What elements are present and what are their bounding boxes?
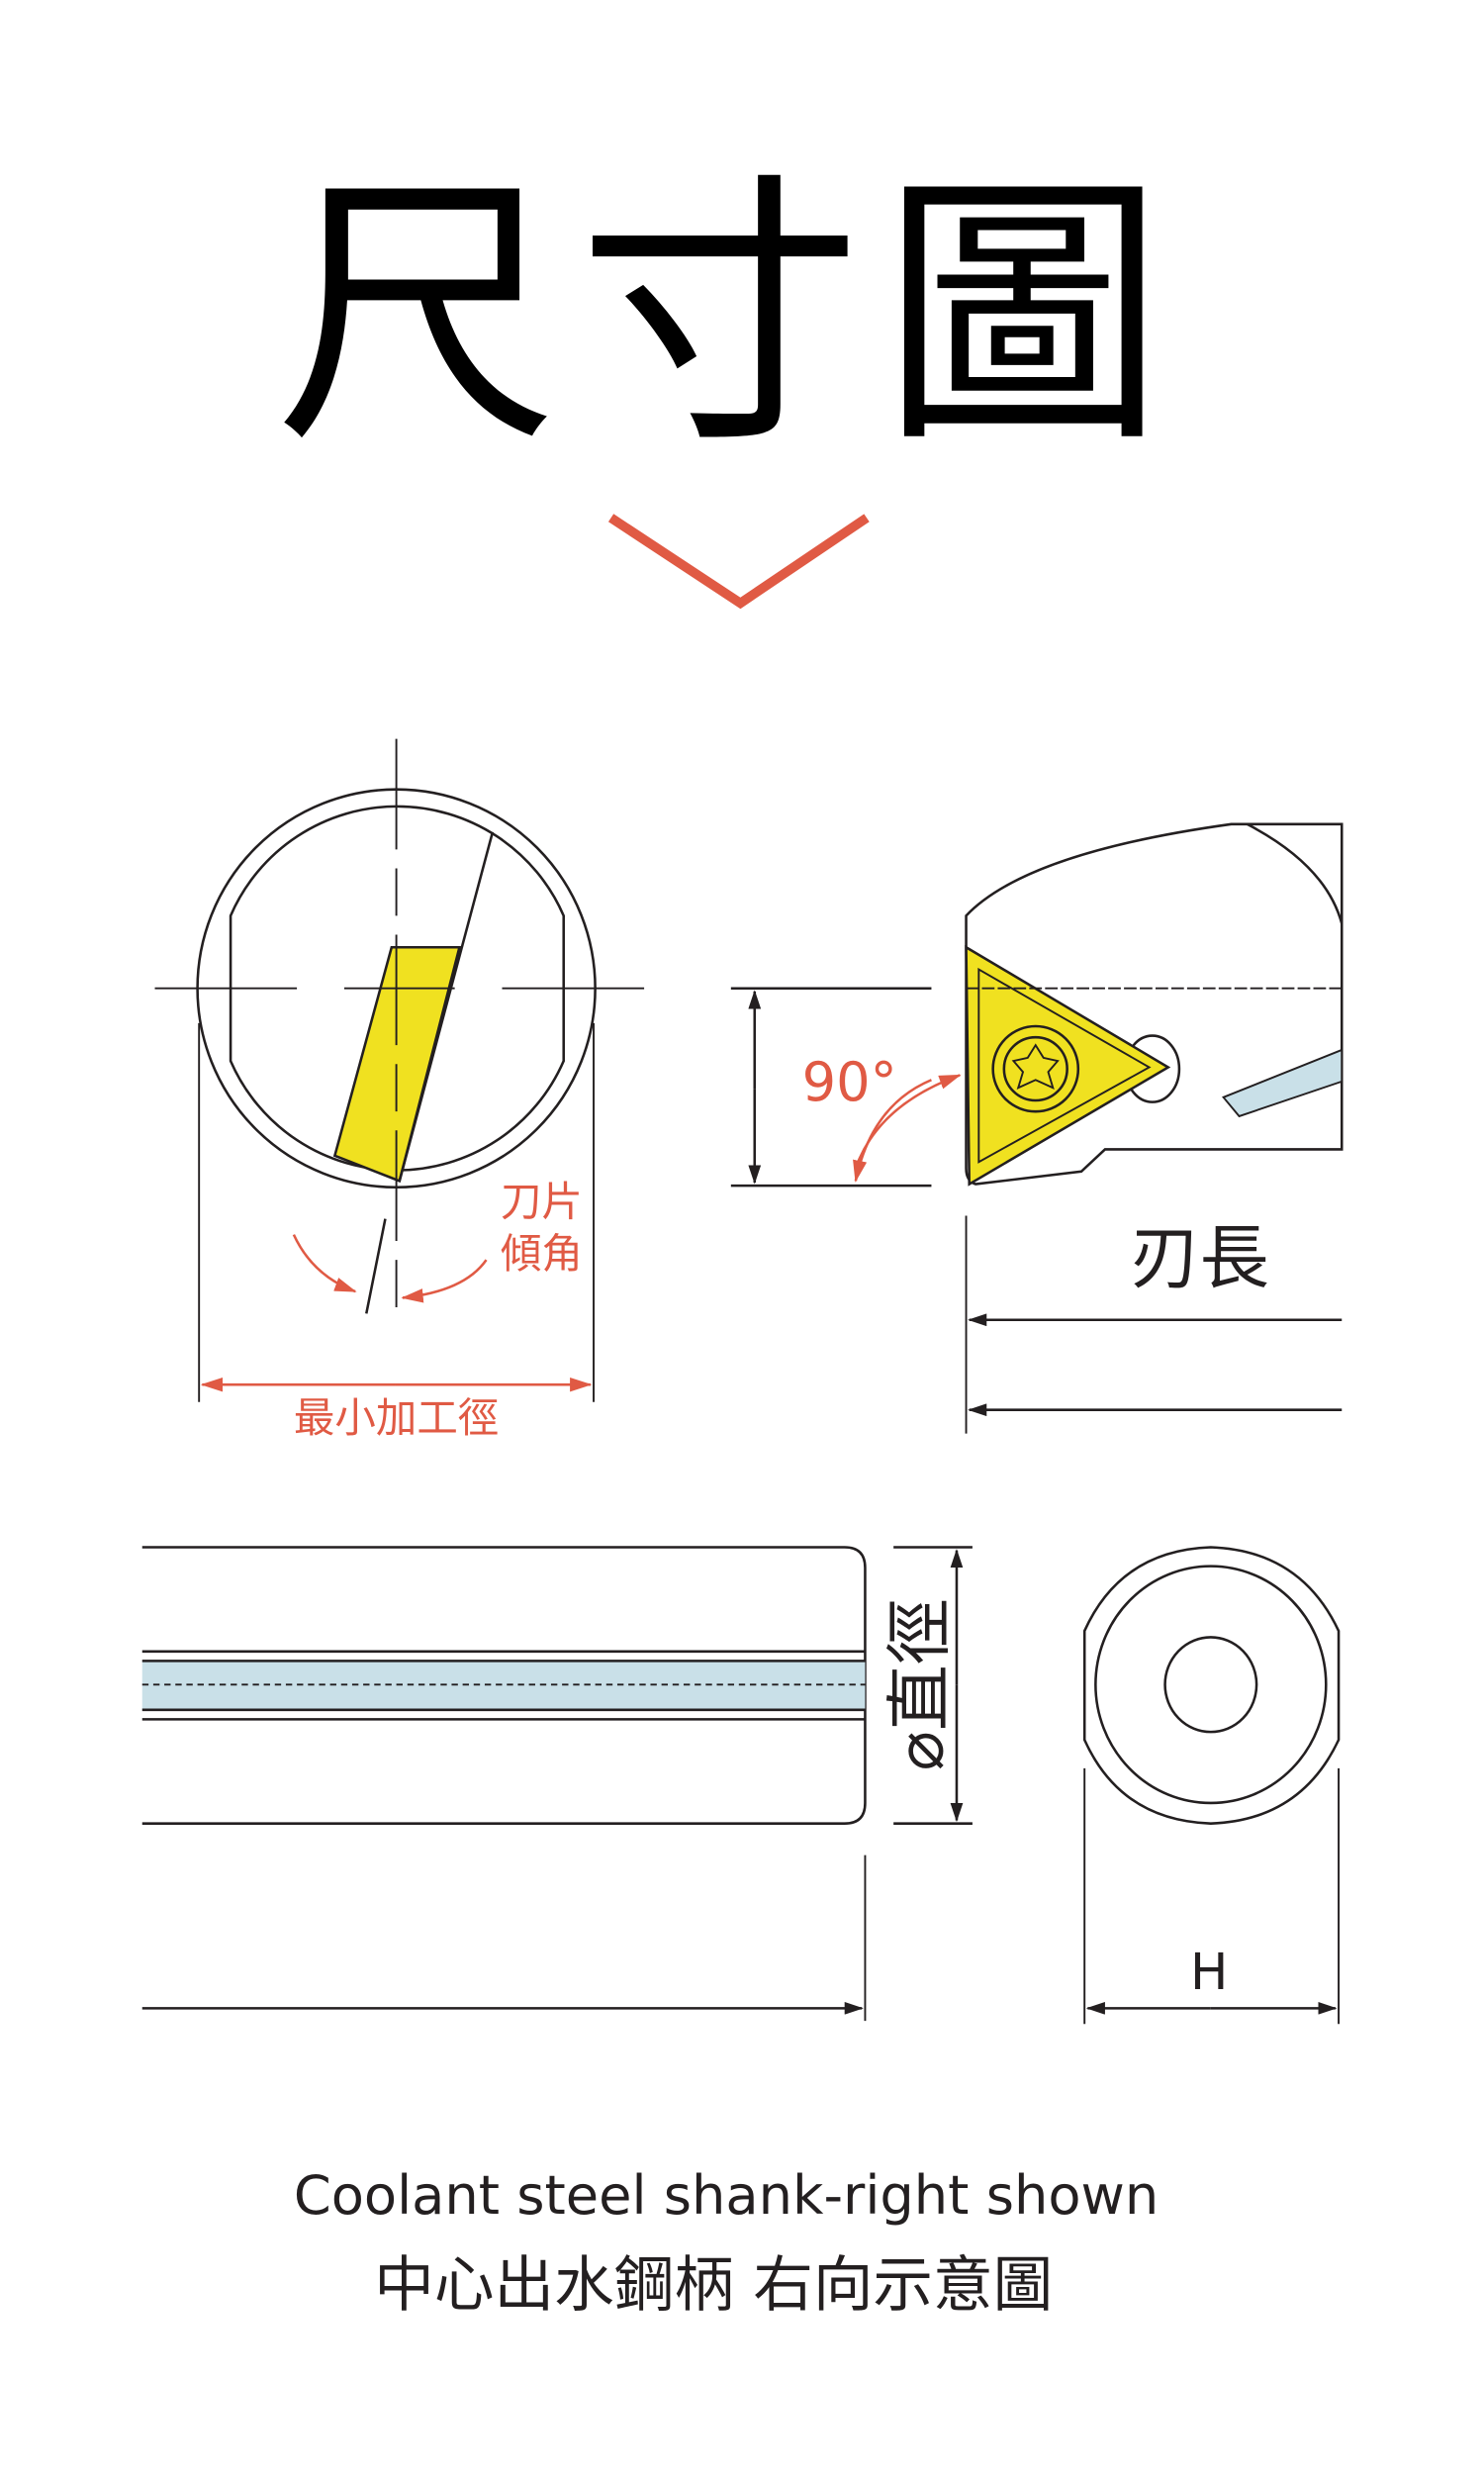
torx-screw-icon bbox=[991, 1024, 1080, 1113]
min-bore-label: 最小加工徑 bbox=[294, 1393, 499, 1442]
coolant-channel bbox=[141, 1661, 866, 1710]
blade-tilt-label-2: 傾角 bbox=[501, 1229, 583, 1278]
head-side-view: 90° 刃長 bbox=[730, 822, 1344, 1434]
caption-chinese: 中心出水鋼柄 右向示意圖 bbox=[374, 2250, 1053, 2320]
chevron-down-icon bbox=[607, 514, 870, 610]
shank-end-view: H bbox=[1082, 1546, 1341, 2025]
caption-english: Coolant steel shank-right shown bbox=[294, 2164, 1159, 2227]
height-label: H bbox=[1190, 1944, 1228, 2002]
diameter-label: ⌀直徑 bbox=[881, 1598, 959, 1770]
angle-label: 90° bbox=[802, 1051, 897, 1113]
blade-tilt-label-1: 刀片 bbox=[501, 1177, 583, 1225]
coolant-hole bbox=[1163, 1636, 1258, 1734]
page-title: 尺寸圖 bbox=[275, 149, 1184, 481]
bore-end-view: 刀片 傾角 最小加工徑 bbox=[154, 738, 648, 1442]
shank-side-view: ⌀直徑 bbox=[141, 1546, 973, 2022]
blade-length-label: 刃長 bbox=[1130, 1217, 1268, 1298]
